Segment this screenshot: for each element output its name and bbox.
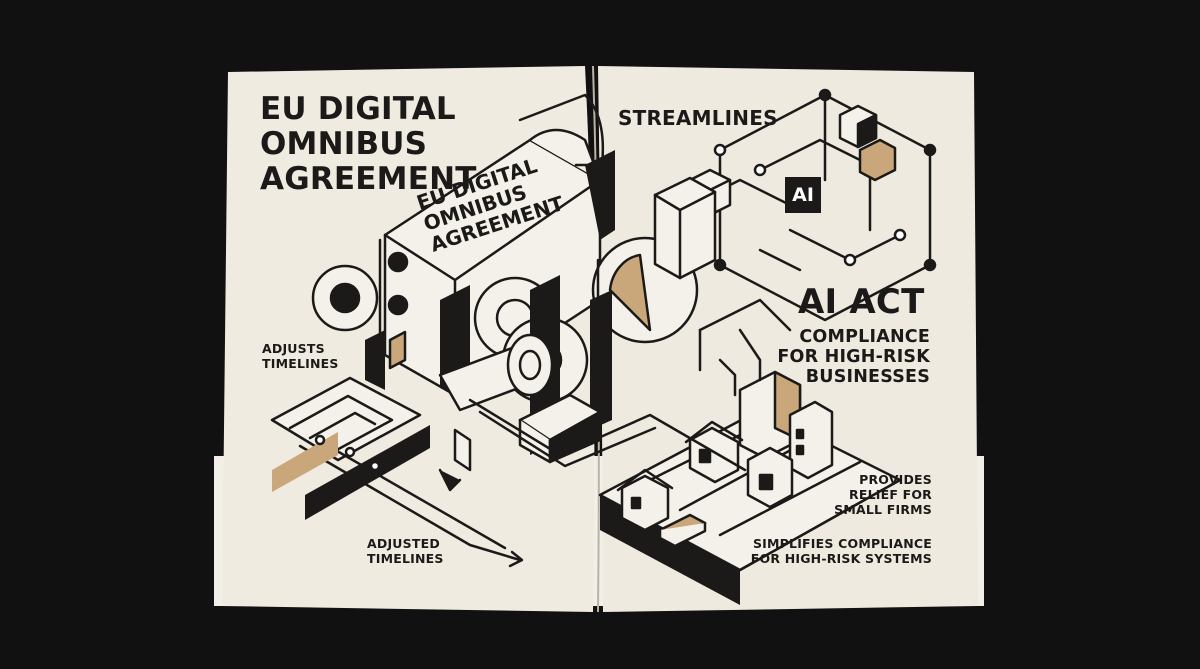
ai-badge: AI xyxy=(785,177,821,213)
adjusts-timelines-label: ADJUSTS TIMELINES xyxy=(262,341,339,371)
adjusted-timelines-label: ADJUSTED TIMELINES xyxy=(367,536,444,566)
streamlines-label: STREAMLINES xyxy=(618,106,778,130)
ai-act-heading: AI ACT xyxy=(798,282,925,322)
simplifies-label: SIMPLIFIES COMPLIANCE FOR HIGH-RISK SYST… xyxy=(750,536,932,566)
relief-label: PROVIDES RELIEF FOR SMALL FIRMS xyxy=(834,472,932,517)
compliance-label: COMPLIANCE FOR HIGH-RISK BUSINESSES xyxy=(777,327,930,387)
page-title: EU DIGITAL OMNIBUS AGREEMENT xyxy=(260,91,477,197)
